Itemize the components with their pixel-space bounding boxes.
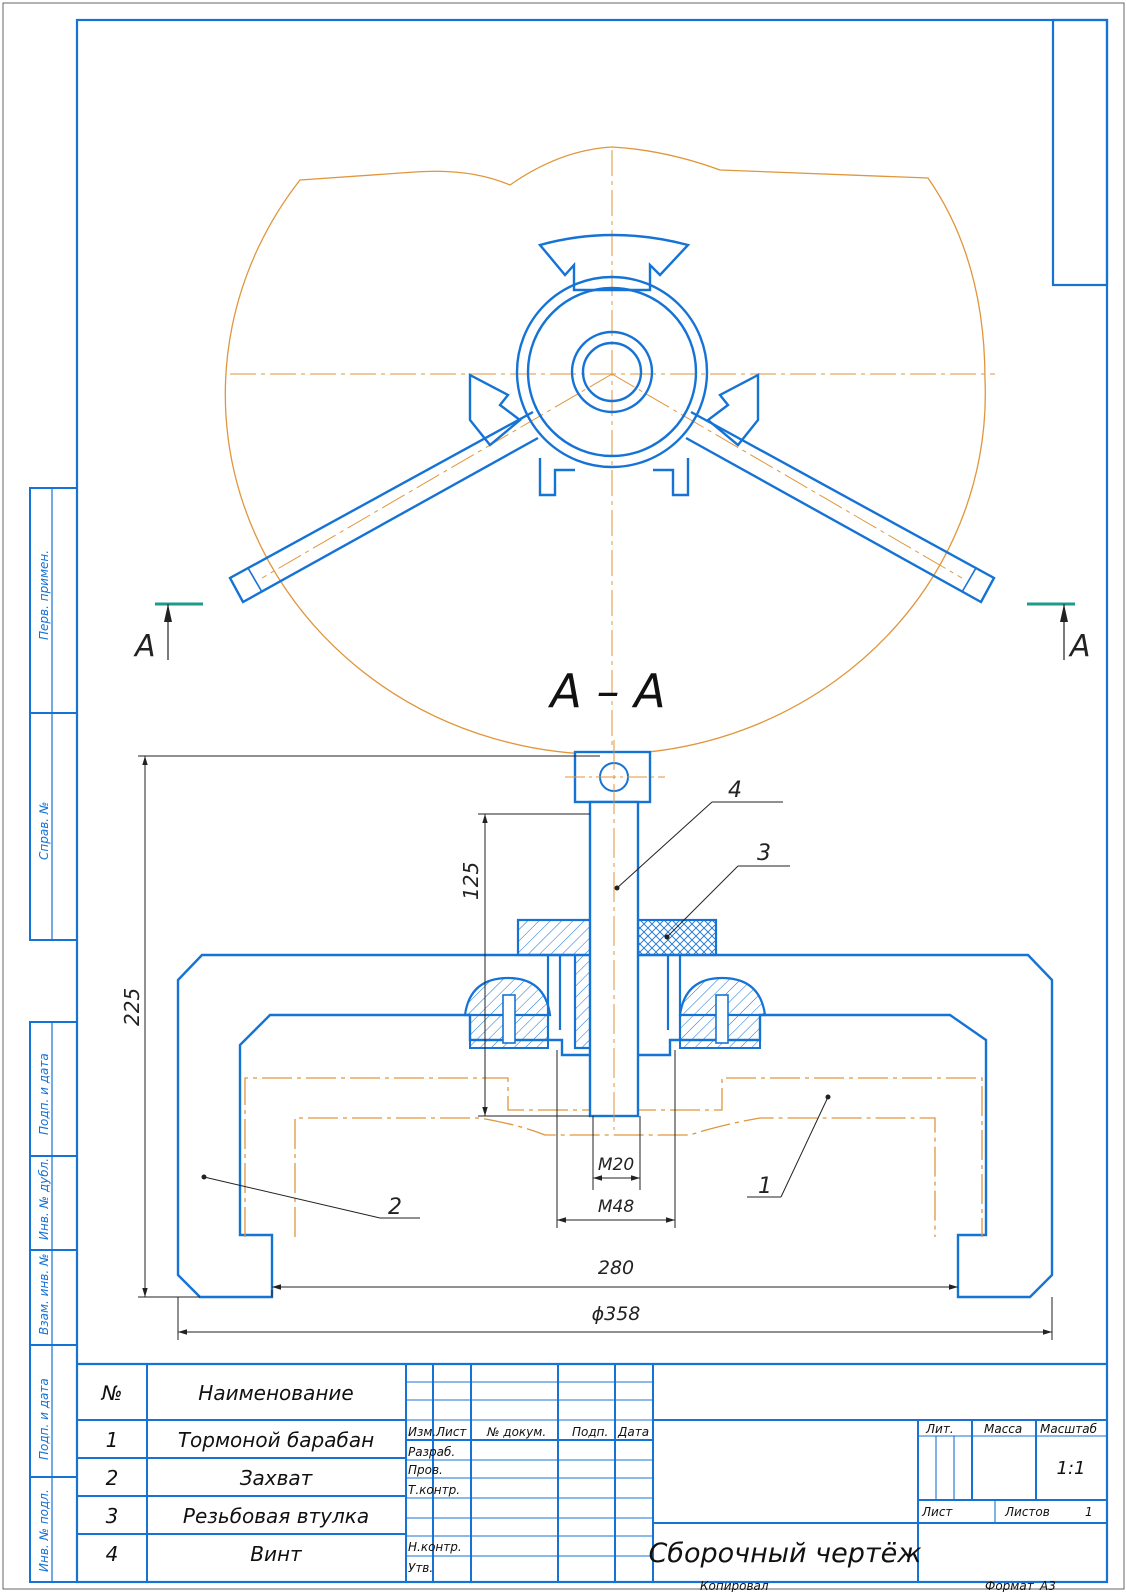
dim-m20: M20 <box>598 1155 634 1175</box>
drawing-name: Сборочный чертёж <box>648 1538 922 1569</box>
side-label-sprav: Справ. № <box>37 802 51 860</box>
side-label-vzam: Взам. инв. № <box>37 1254 51 1335</box>
svg-text:Лит.: Лит. <box>925 1422 954 1436</box>
svg-text:Дата: Дата <box>617 1425 649 1439</box>
svg-text:Лист: Лист <box>435 1425 467 1439</box>
svg-text:Т.контр.: Т.контр. <box>408 1483 460 1497</box>
right-arm <box>685 410 996 604</box>
row-num-4: 4 <box>106 1542 119 1566</box>
svg-text:Подп.: Подп. <box>572 1425 608 1439</box>
svg-text:1: 1 <box>1085 1505 1093 1519</box>
svg-text:Масштаб: Масштаб <box>1040 1422 1098 1436</box>
axis-right-arm <box>611 373 963 579</box>
title-block-lines <box>77 1362 1107 1582</box>
drum-section-inner <box>294 1117 936 1237</box>
svg-text:А: А <box>1068 629 1091 664</box>
svg-text:Изм.: Изм. <box>408 1425 436 1439</box>
svg-text:Формат: Формат <box>985 1579 1035 1592</box>
row-name-2: Захват <box>240 1466 314 1490</box>
top-right-box <box>1051 18 1109 287</box>
side-strip <box>29 487 78 1583</box>
scale-value: 1:1 <box>1057 1458 1086 1479</box>
svg-text:Утв.: Утв. <box>408 1561 433 1575</box>
left-jaw <box>468 373 522 447</box>
drum-section-outer <box>244 1077 983 1237</box>
row-name-1: Тормоной барабан <box>178 1428 374 1452</box>
dim-358: ϕ358 <box>592 1303 641 1325</box>
screw-circle <box>581 341 643 403</box>
section-marker-right: А <box>1027 602 1091 664</box>
axis-left-arm <box>261 373 613 579</box>
svg-text:№ докум.: № докум. <box>486 1425 546 1439</box>
bottom-right-jaw <box>653 458 690 497</box>
svg-text:Масса: Масса <box>984 1422 1022 1436</box>
leader-4: 4 <box>728 778 742 803</box>
svg-text:А3: А3 <box>1039 1579 1056 1592</box>
gripper-outline <box>176 953 1054 1299</box>
leader-3: 3 <box>757 841 771 866</box>
svg-text:Копировал: Копировал <box>700 1579 769 1592</box>
top-view <box>224 146 996 755</box>
parts-table: № Наименование 1 Тормоной барабан 2 Захв… <box>101 1381 375 1566</box>
title-block-text: Изм. Лист № докум. Подп. Дата Разраб. Пр… <box>408 1422 1098 1592</box>
row-name-4: Винт <box>250 1542 303 1566</box>
leaders: 4 3 1 2 <box>201 778 831 1220</box>
svg-text:Пров.: Пров. <box>408 1463 443 1477</box>
left-arm <box>228 410 539 604</box>
row-num-3: 3 <box>106 1504 119 1528</box>
side-label-perv: Перв. примен. <box>37 550 51 640</box>
svg-text:Листов: Листов <box>1004 1505 1050 1519</box>
side-label-inv-podl: Инв. № подл. <box>37 1489 51 1572</box>
dim-125: 125 <box>459 862 483 900</box>
drum-outline <box>224 146 986 755</box>
dimensions: 225 125 M20 M48 280 ϕ358 <box>120 755 1053 1340</box>
header-name: Наименование <box>198 1381 353 1405</box>
leader-2: 2 <box>388 1195 402 1220</box>
leader-1: 1 <box>758 1174 772 1199</box>
svg-text:Разраб.: Разраб. <box>408 1445 455 1459</box>
side-label-inv-dubl: Инв. № дубл. <box>37 1158 51 1240</box>
side-label-podp1: Подп. и дата <box>37 1053 51 1135</box>
dim-225: 225 <box>120 988 144 1026</box>
sleeve-circle <box>570 330 654 414</box>
row-num-1: 1 <box>106 1428 119 1452</box>
dim-280: 280 <box>598 1257 634 1279</box>
section-title: А – А <box>547 664 665 718</box>
section-marker-left: А <box>133 602 203 664</box>
right-jaw <box>706 373 760 447</box>
svg-text:Н.контр.: Н.контр. <box>408 1540 462 1554</box>
svg-text:А: А <box>133 629 156 664</box>
row-num-2: 2 <box>106 1466 119 1490</box>
top-jaw <box>537 233 691 292</box>
hub-outer <box>515 275 709 469</box>
svg-text:Лист: Лист <box>921 1505 953 1519</box>
side-label-podp2: Подп. и дата <box>37 1378 51 1460</box>
hub-ring <box>526 286 698 458</box>
bottom-left-jaw <box>538 458 575 497</box>
dim-m48: M48 <box>598 1197 634 1217</box>
header-num: № <box>101 1381 123 1405</box>
row-name-3: Резьбовая втулка <box>183 1504 369 1528</box>
